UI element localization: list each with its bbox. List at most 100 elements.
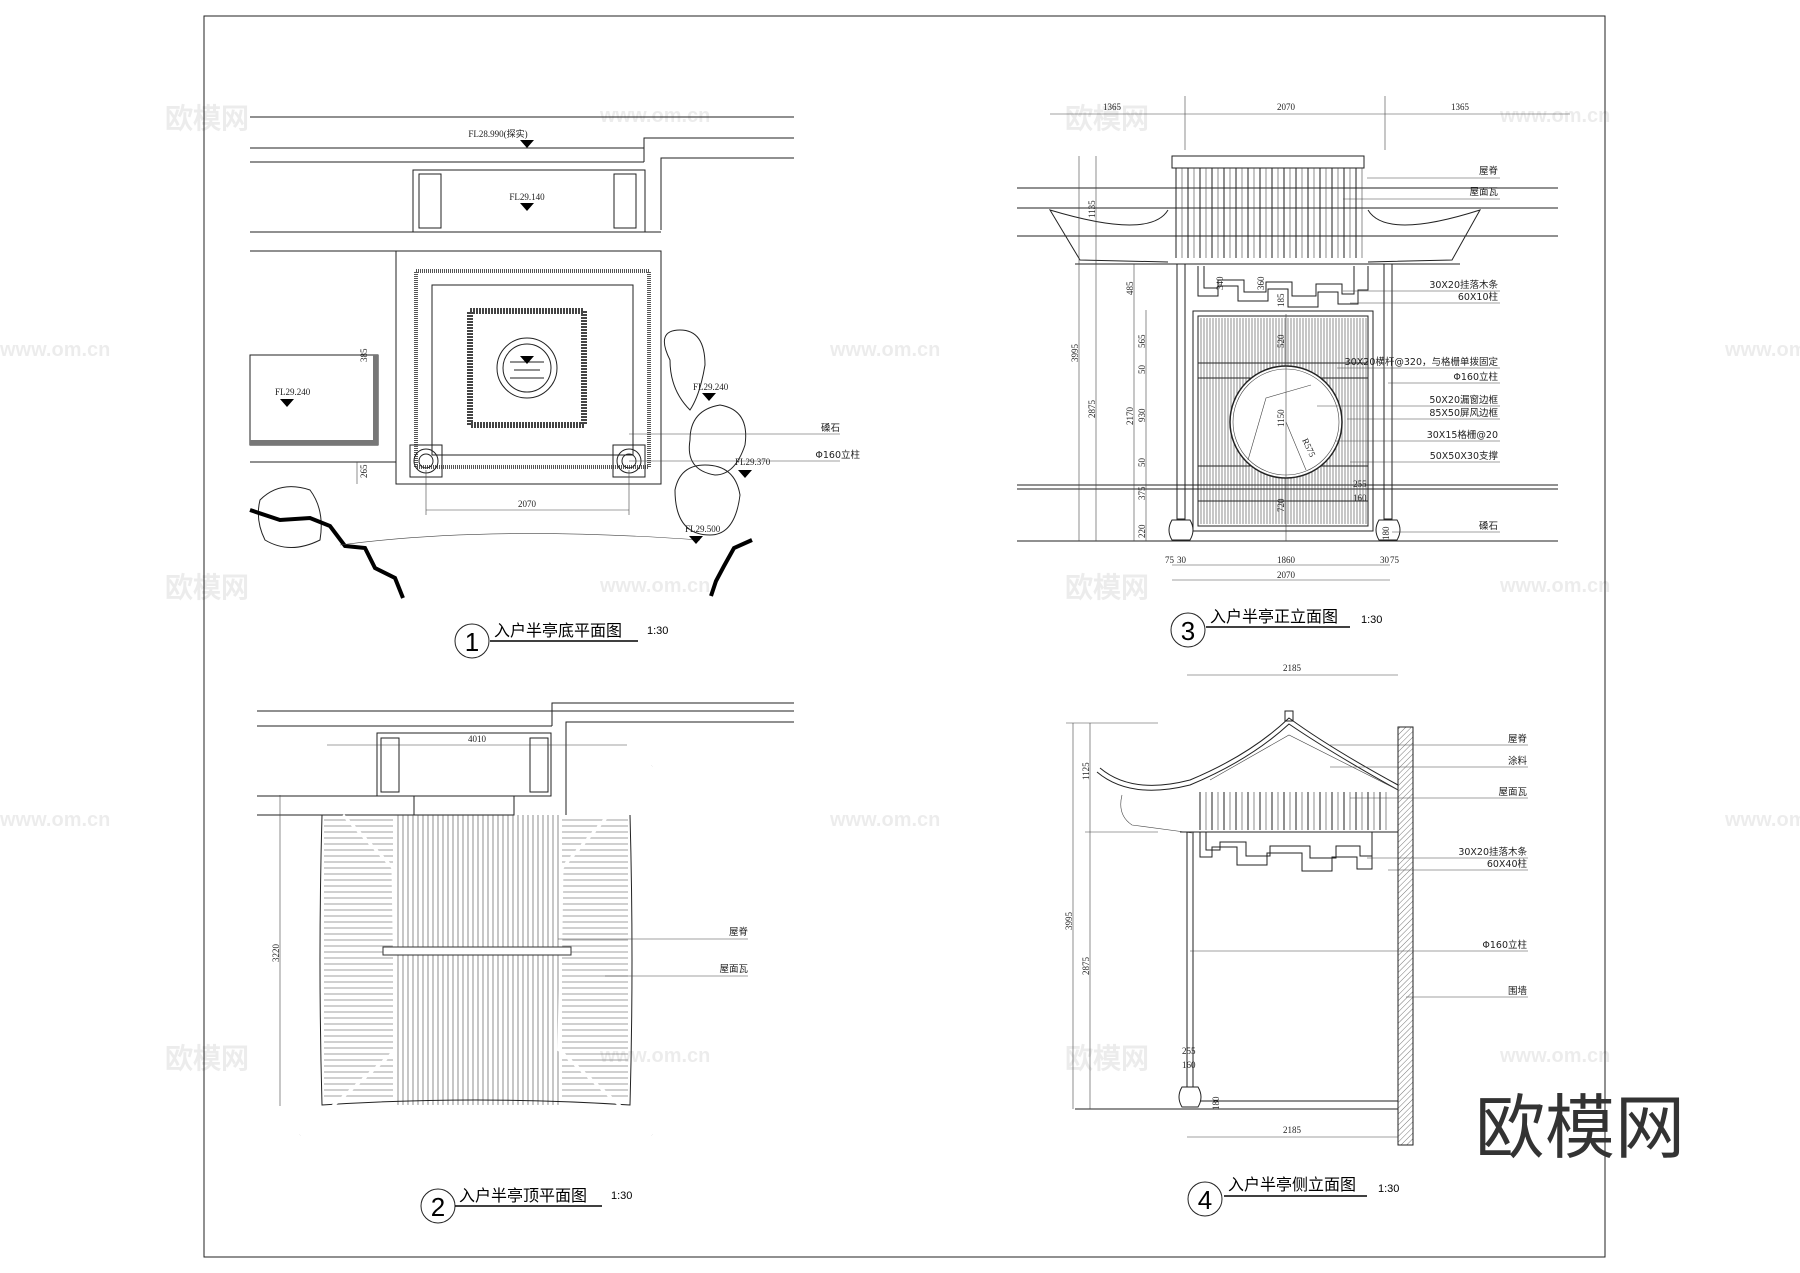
callout-label: 屋面瓦 <box>1469 187 1498 198</box>
level-mark: FL29.140 <box>509 192 545 202</box>
callout-label: 60X40柱 <box>1487 858 1528 870</box>
watermark-url: www.om.cn <box>599 575 710 597</box>
dimension: 220 <box>1137 524 1147 538</box>
callout-label: 磉石 <box>821 423 840 434</box>
view-scale: 1:30 <box>647 625 668 637</box>
dimension: 2070 <box>1277 570 1296 580</box>
callout-label: 30X15格栅@20 <box>1427 429 1498 441</box>
watermark-url: www.om.cn <box>829 339 940 361</box>
dimension: 720 <box>1276 498 1286 512</box>
view1-ground-plan: FL28.990(探实) FL29.140 FL29.240 FL29.240 … <box>249 116 860 599</box>
dimension: 160 <box>1182 1060 1196 1070</box>
view-title: 入户半亭顶平面图 <box>459 1186 587 1205</box>
dimension: 360 <box>1256 276 1266 290</box>
watermark-url: www.om.cn <box>0 809 110 831</box>
dimension: 3995 <box>1070 344 1080 363</box>
watermark-url: www.om.cn <box>599 105 710 127</box>
dimension: 2185 <box>1283 663 1302 673</box>
callout-label: Φ160立柱 <box>1482 939 1527 951</box>
callout-label: 磉石 <box>1479 521 1498 532</box>
callout-label: 屋脊 <box>1508 733 1528 745</box>
dimension: 75 <box>1165 555 1175 565</box>
callout-label: Φ160立柱 <box>815 449 860 461</box>
dimension: 565 <box>1137 334 1147 348</box>
callout-label: 30X20横杆@320，与格栅单拨固定 <box>1345 356 1499 368</box>
view-number: 2 <box>431 1192 445 1222</box>
callout-label: 50X20漏窗边框 <box>1429 394 1498 406</box>
view2-roof-plan: 4010 3220 屋脊 屋面瓦 <box>257 702 794 1137</box>
dimension: 2070 <box>518 499 537 509</box>
view2-title: 2 入户半亭顶平面图 1:30 <box>420 1186 632 1224</box>
watermarks: 欧模网 www.om.cn 欧模网 www.om.cn www.om.cn ww… <box>0 102 1800 1075</box>
dimension: 485 <box>1125 281 1135 295</box>
dimension: 1365 <box>1451 102 1470 112</box>
watermark-url: www.om.cn <box>1499 105 1610 127</box>
dimension: 1365 <box>1103 102 1122 112</box>
view1-title: 1 入户半亭底平面图 1:30 <box>454 621 668 659</box>
watermark-logo: 欧模网 <box>165 571 249 604</box>
level-mark: FL29.240 <box>275 387 311 397</box>
watermark-logo: 欧模网 <box>165 1042 249 1075</box>
watermark-url: www.om.cn <box>599 1045 710 1067</box>
callout-label: 30X20挂落木条 <box>1429 279 1498 291</box>
dimension: 185 <box>1276 293 1286 307</box>
view4-title: 4 入户半亭侧立面图 1:30 <box>1187 1175 1399 1217</box>
dimension: 265 <box>359 464 369 478</box>
dimension: 180 <box>1211 1096 1221 1110</box>
dimension: 930 <box>1137 408 1147 422</box>
callout-label: 屋脊 <box>1479 165 1499 177</box>
dimension: 375 <box>1137 486 1147 500</box>
dimension: 2875 <box>1087 400 1097 419</box>
dimension: 520 <box>1276 334 1286 348</box>
watermark-logo: 欧模网 <box>1065 571 1149 604</box>
callout-label: 屋面瓦 <box>1498 787 1527 798</box>
roof-tile-lines <box>324 815 628 1105</box>
watermark-url: www.om.cn <box>1499 1045 1610 1067</box>
dimension: 50 <box>1137 365 1147 375</box>
dimension: 2070 <box>1277 102 1296 112</box>
watermark-url: www.om.cn <box>1724 339 1800 361</box>
dimension: 1860 <box>1277 555 1296 565</box>
watermark-url: www.om.cn <box>0 339 110 361</box>
dimension: 3220 <box>271 944 281 963</box>
view4-side-elevation: 2185 2185 3995 1125 2875 255 160 180 屋脊 … <box>1064 663 1528 1146</box>
view-title: 入户半亭底平面图 <box>494 621 622 640</box>
roof-tiles <box>1199 792 1387 830</box>
level-mark: FL29.370 <box>735 457 771 467</box>
dimension: 3995 <box>1064 912 1074 931</box>
level-mark: FL28.990(探实) <box>468 128 527 139</box>
watermark-logo-large: 欧模网 <box>1475 1087 1685 1169</box>
level-mark: FL29.240 <box>693 382 729 392</box>
watermark-url: www.om.cn <box>829 809 940 831</box>
callout-label: 围墙 <box>1508 985 1528 997</box>
dimension: 1150 <box>1276 409 1286 427</box>
view-number: 3 <box>1181 616 1195 646</box>
view-title: 入户半亭侧立面图 <box>1228 1175 1356 1194</box>
view-scale: 1:30 <box>611 1190 632 1202</box>
dimension: 180 <box>1381 526 1391 540</box>
callout-label: 30X20挂落木条 <box>1458 846 1527 858</box>
level-mark: FL29.500 <box>685 524 721 534</box>
dimension: 255 <box>1182 1046 1196 1056</box>
view-scale: 1:30 <box>1361 614 1382 626</box>
dimension: 30 <box>1177 555 1187 565</box>
watermark-logo: 欧模网 <box>165 102 249 135</box>
sheet-border <box>203 15 1606 1258</box>
callout-label: 50X50X30支撑 <box>1430 450 1499 462</box>
dimension: 385 <box>359 348 369 362</box>
dimension: 160 <box>1353 493 1367 503</box>
callout-label: Φ160立柱 <box>1453 371 1498 383</box>
view-title: 入户半亭正立面图 <box>1210 607 1338 626</box>
callouts: 屋脊 屋面瓦 30X20挂落木条 60X10柱 30X20横杆@320，与格栅单… <box>1317 165 1500 533</box>
dimension: 50 <box>1137 458 1147 468</box>
callout-label: 屋面瓦 <box>719 964 748 975</box>
watermark-url: www.om.cn <box>1499 575 1610 597</box>
dimension: 75 <box>1390 555 1400 565</box>
callout-label: 85X50屏风边框 <box>1429 407 1498 419</box>
dimension: 340 <box>1215 276 1225 290</box>
view3-title: 3 入户半亭正立面图 1:30 <box>1170 607 1382 648</box>
dimension: 2185 <box>1283 1125 1302 1135</box>
watermark-logo: 欧模网 <box>1065 102 1149 135</box>
